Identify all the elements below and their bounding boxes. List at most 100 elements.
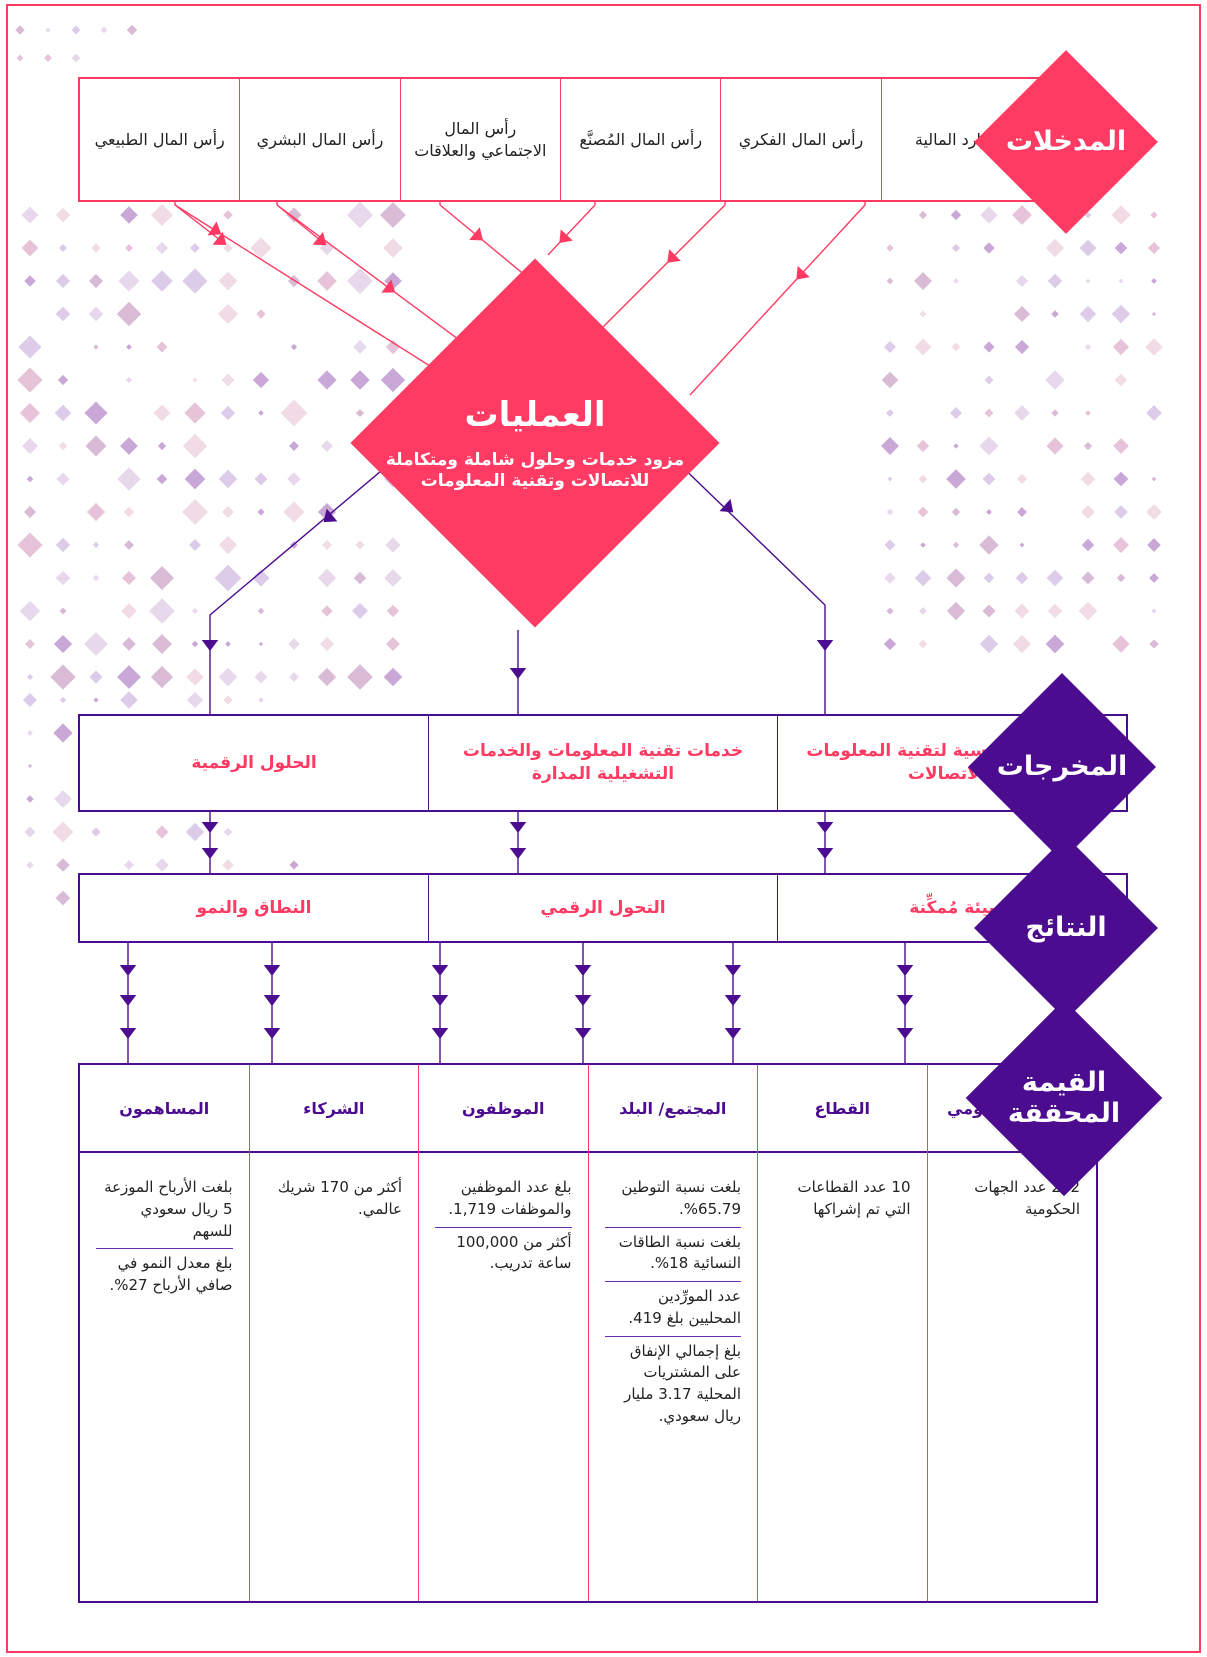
connector-line bbox=[689, 204, 866, 396]
decor-dot bbox=[1014, 405, 1030, 421]
decor-dot bbox=[1046, 437, 1064, 455]
arrowhead bbox=[263, 1028, 281, 1039]
decor-dot bbox=[918, 474, 928, 484]
inputs-diamond: المدخلات bbox=[974, 50, 1158, 234]
decor-dot bbox=[881, 437, 899, 455]
value-label-line2: المحققة bbox=[1007, 1098, 1121, 1129]
operations-title: العمليات bbox=[464, 394, 606, 435]
decor-dot bbox=[288, 638, 300, 650]
arrowhead bbox=[431, 1028, 449, 1039]
decor-dot bbox=[122, 637, 136, 651]
decor-dot bbox=[883, 637, 897, 651]
value-header-employees: الموظفون bbox=[419, 1065, 588, 1153]
decor-dot bbox=[225, 641, 231, 647]
decor-dot bbox=[192, 377, 198, 383]
decor-dot bbox=[355, 540, 365, 550]
decor-dot bbox=[15, 25, 25, 35]
decor-dot bbox=[321, 440, 333, 452]
decor-dot bbox=[979, 535, 999, 555]
decor-dot bbox=[1084, 343, 1092, 351]
operations-subtitle-line1: مزود خدمات وحلول شاملة ومتكاملة bbox=[385, 450, 685, 470]
decor-dot bbox=[319, 636, 335, 652]
arrowhead bbox=[509, 822, 527, 833]
arrowhead bbox=[312, 231, 327, 246]
decor-dot bbox=[951, 342, 961, 352]
arrowhead bbox=[509, 848, 527, 859]
decor-dot bbox=[52, 821, 74, 843]
decor-dot bbox=[27, 763, 33, 769]
decor-dot bbox=[289, 441, 299, 451]
decor-dot bbox=[346, 201, 374, 229]
outcome-scale-growth: النطاق والنمو bbox=[196, 897, 312, 918]
arrowhead bbox=[574, 995, 592, 1006]
arrowhead bbox=[724, 995, 742, 1006]
arrowhead bbox=[816, 822, 834, 833]
decor-dot bbox=[918, 606, 928, 616]
connector-line bbox=[599, 204, 726, 331]
decor-dot bbox=[979, 436, 999, 456]
decor-dot bbox=[918, 639, 928, 649]
decor-dot bbox=[50, 664, 76, 690]
arrowhead bbox=[119, 1028, 137, 1039]
decor-dot bbox=[124, 860, 134, 870]
decor-dot bbox=[347, 664, 373, 690]
decor-dot bbox=[59, 696, 67, 704]
value-header-community: المجتمع/ البلد bbox=[588, 1065, 757, 1153]
decor-dot bbox=[53, 634, 73, 654]
decor-dot bbox=[155, 241, 169, 255]
decor-dot bbox=[1118, 278, 1124, 284]
decor-dot bbox=[258, 410, 264, 416]
decor-dot bbox=[256, 309, 266, 319]
decor-dot bbox=[355, 408, 365, 418]
decor-dot bbox=[218, 535, 238, 555]
decor-dot bbox=[257, 607, 265, 615]
decor-dot bbox=[1079, 239, 1097, 257]
inputs-box: الموارد المالية رأس المال الفكري رأس الم… bbox=[78, 77, 1043, 202]
decor-dot bbox=[290, 343, 298, 351]
arrowhead bbox=[574, 965, 592, 976]
decor-dot bbox=[1019, 542, 1025, 548]
arrowhead bbox=[667, 249, 681, 263]
decor-dot bbox=[58, 441, 68, 451]
input-natural-capital: رأس المال الطبيعي bbox=[94, 129, 225, 149]
decor-dot bbox=[950, 209, 962, 221]
arrowhead bbox=[323, 508, 338, 523]
decor-dot bbox=[191, 640, 199, 648]
value-header-partners: الشركاء bbox=[249, 1065, 418, 1153]
decor-dot bbox=[884, 539, 896, 551]
decor-dot bbox=[191, 607, 199, 615]
decor-dot bbox=[156, 341, 168, 353]
decor-dot bbox=[92, 574, 100, 582]
input-intellectual-capital: رأس المال الفكري bbox=[720, 79, 880, 200]
decor-dot bbox=[1012, 634, 1032, 654]
decor-dot bbox=[1116, 573, 1126, 583]
arrowhead bbox=[724, 965, 742, 976]
decor-dot bbox=[1151, 608, 1157, 614]
value-header-shareholders: المساهمون bbox=[80, 1065, 249, 1153]
decor-dot bbox=[182, 433, 208, 459]
arrowhead bbox=[431, 995, 449, 1006]
decor-dot bbox=[982, 472, 996, 486]
decor-dot bbox=[1078, 601, 1098, 621]
decor-dot bbox=[151, 204, 173, 226]
decor-dot bbox=[884, 572, 896, 584]
value-column-shareholders: المساهمون بلغت الأرباح الموزعة 5 ريال سع… bbox=[80, 1065, 249, 1601]
decor-dot bbox=[221, 373, 235, 387]
decor-dot bbox=[1149, 639, 1159, 649]
outputs-box: الخدمات الرئيسية لتقنية المعلومات والاتص… bbox=[78, 714, 1128, 812]
outputs-diamond: المخرجات bbox=[967, 672, 1157, 862]
decor-dot bbox=[946, 568, 966, 588]
value-item: 10 عدد القطاعات التي تم إشراكها bbox=[797, 1178, 911, 1218]
decor-dot bbox=[350, 370, 370, 390]
arrowhead bbox=[816, 640, 834, 651]
value-column-sector: القطاع 10 عدد القطاعات التي تم إشراكها bbox=[757, 1065, 927, 1601]
decor-dot bbox=[1151, 476, 1157, 482]
decor-dot bbox=[286, 207, 302, 223]
decor-dot bbox=[223, 243, 233, 253]
output-it-managed-services: خدمات تقنية المعلومات والخدمات التشغيلية… bbox=[428, 716, 777, 810]
decor-dot bbox=[1045, 370, 1065, 390]
decor-dot bbox=[384, 569, 402, 587]
decor-dot bbox=[920, 542, 926, 548]
arrowhead bbox=[816, 848, 834, 859]
decor-dot bbox=[1114, 505, 1128, 519]
